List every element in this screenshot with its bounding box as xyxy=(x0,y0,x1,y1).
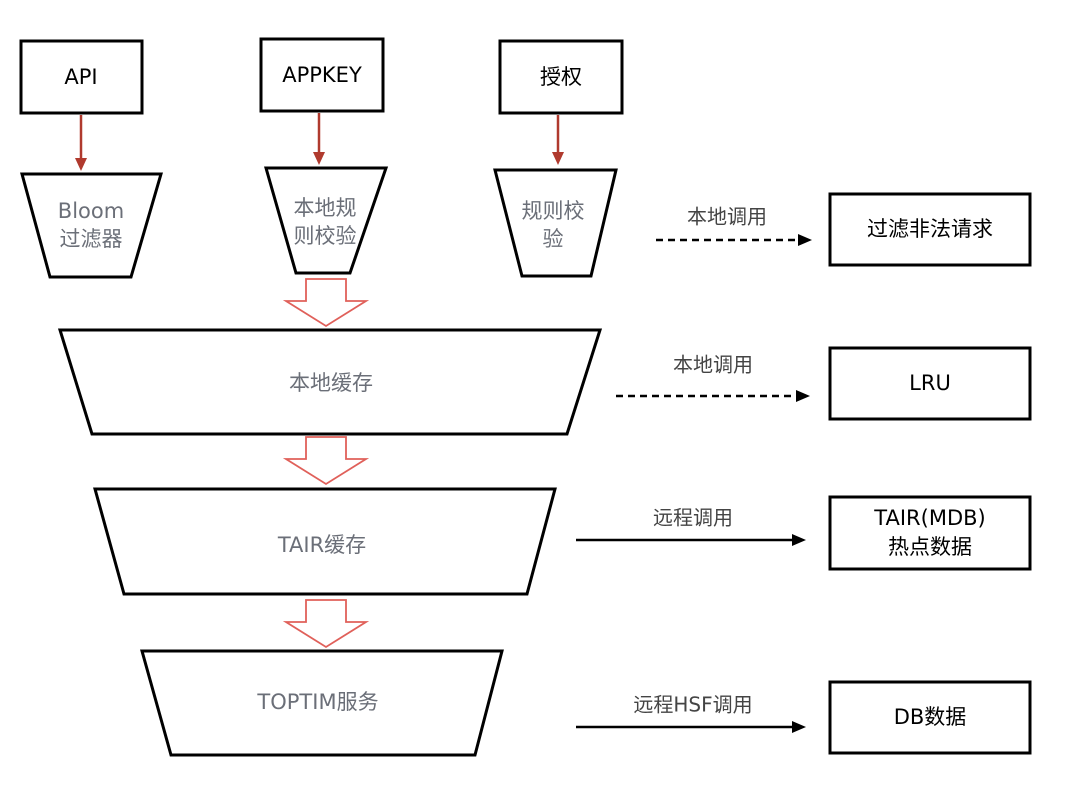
connection-label: 本地调用 xyxy=(673,353,753,377)
connection-label: 本地调用 xyxy=(687,205,767,229)
target-box-lru: LRU xyxy=(828,346,1032,421)
target-box-filter-illegal: 过滤非法请求 xyxy=(828,192,1032,267)
flow-arrow-3 xyxy=(282,599,370,649)
input-box-auth: 授权 xyxy=(498,39,624,115)
filter-rule-check: 规则校 验 xyxy=(493,168,618,278)
red-arrow-appkey xyxy=(313,113,325,165)
filter-local-rule-line2: 则校验 xyxy=(294,224,357,248)
connection-local-call-1: 本地调用 xyxy=(656,205,812,246)
filter-local-rule-line1: 本地规 xyxy=(294,196,357,220)
filter-local-rule: 本地规 则校验 xyxy=(264,166,389,275)
layer-local-cache: 本地缓存 xyxy=(57,328,603,436)
connection-remote-hsf-call: 远程HSF调用 xyxy=(576,693,806,733)
target-label: LRU xyxy=(909,371,951,395)
red-arrow-auth xyxy=(552,115,564,165)
target-label: DB数据 xyxy=(894,705,967,729)
target-label: 过滤非法请求 xyxy=(867,217,993,241)
filter-bloom-line1: Bloom xyxy=(58,199,124,223)
filter-rule-check-line2: 验 xyxy=(543,227,564,251)
filter-bloom: Bloom 过滤器 xyxy=(20,172,163,279)
input-label-api: API xyxy=(64,65,97,89)
layer-tair-cache: TAIR缓存 xyxy=(93,487,557,596)
connection-label: 远程调用 xyxy=(653,506,733,530)
connection-label: 远程HSF调用 xyxy=(633,693,752,717)
connection-remote-call: 远程调用 xyxy=(576,506,806,546)
red-arrow-api xyxy=(75,115,87,171)
flow-arrow-1 xyxy=(282,278,370,328)
input-box-api: API xyxy=(19,39,144,115)
filter-rule-check-line1: 规则校 xyxy=(522,199,585,223)
target-label-line1: TAIR(MDB) xyxy=(873,506,985,530)
layer-toptim-service-label: TOPTIM服务 xyxy=(256,690,378,714)
target-box-tair-mdb: TAIR(MDB) 热点数据 xyxy=(828,495,1032,571)
flow-arrow-2 xyxy=(282,436,370,486)
filter-bloom-line2: 过滤器 xyxy=(60,227,123,251)
connection-local-call-2: 本地调用 xyxy=(616,353,810,402)
input-label-auth: 授权 xyxy=(540,65,582,89)
input-label-appkey: APPKEY xyxy=(282,63,362,87)
target-label-line2: 热点数据 xyxy=(888,535,972,559)
layer-toptim-service: TOPTIM服务 xyxy=(140,649,504,757)
layer-local-cache-label: 本地缓存 xyxy=(289,371,373,395)
input-box-appkey: APPKEY xyxy=(259,37,385,113)
layer-tair-cache-label: TAIR缓存 xyxy=(277,533,366,557)
target-box-db: DB数据 xyxy=(828,680,1032,755)
